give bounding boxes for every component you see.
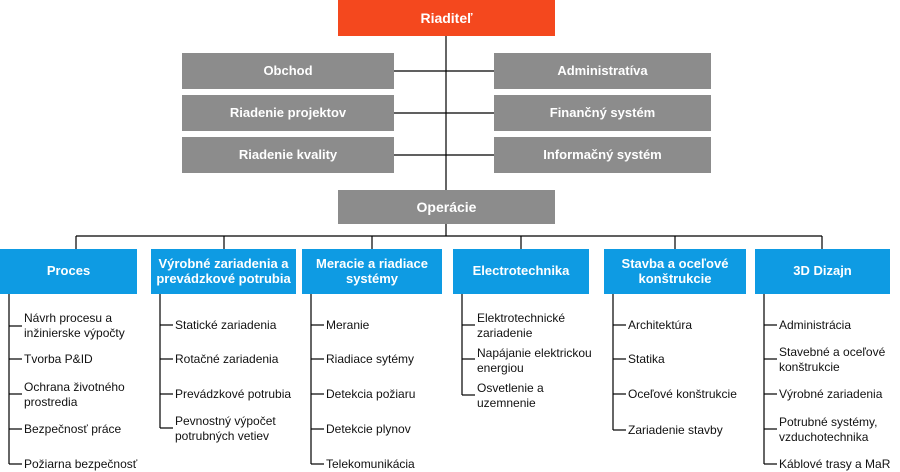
list-item: Káblové trasy a MaR <box>779 457 891 471</box>
staff-box-quality-management: Riadenie kvality <box>182 137 394 173</box>
list-item: Riadiace sytémy <box>326 352 415 366</box>
list-item: Zariadenie stavby <box>628 423 723 437</box>
list-item: Potrubné systémy, vzduchotechnika <box>779 415 878 444</box>
staff-box-financial-system: Finančný systém <box>494 95 711 131</box>
list-item: Ochrana životného prostredia <box>24 380 125 409</box>
list-item: Rotačné zariadenia <box>175 352 279 366</box>
list-item: Detekcie plynov <box>326 422 411 436</box>
list-item: Požiarna bezpečnosť <box>24 457 138 471</box>
list-item: Telekomunikácia <box>326 457 415 471</box>
list-item: Architektúra <box>628 318 693 332</box>
list-item: Detekcia požiaru <box>326 387 416 401</box>
list-item: Meranie <box>326 318 370 332</box>
staff-box-information-system: Informačný systém <box>494 137 711 173</box>
department-box-3d-design: 3D Dizajn <box>755 249 890 294</box>
list-item: Výrobné zariadenia <box>779 387 883 401</box>
department-box-production-equipment: Výrobné zariadenia a prevádzkové potrubi… <box>151 249 296 294</box>
staff-box-sales: Obchod <box>182 53 394 89</box>
department-box-measurement-control: Meracie a riadiace systémy <box>302 249 442 294</box>
list-item: Oceľové konštrukcie <box>628 387 737 401</box>
list-item: Statické zariadenia <box>175 318 277 332</box>
list-item: Administrácia <box>779 318 852 332</box>
list-item: Tvorba P&ID <box>24 352 93 366</box>
director-box: Riaditeľ <box>338 0 555 36</box>
list-item: Pevnostný výpočet potrubných vetiev <box>175 414 276 443</box>
list-item: Napájanie elektrickou energiou <box>477 346 592 375</box>
list-item: Návrh procesu a inžinierske výpočty <box>24 311 125 340</box>
staff-box-project-management: Riadenie projektov <box>182 95 394 131</box>
department-box-construction-steel: Stavba a oceľové konštrukcie <box>604 249 746 294</box>
list-item: Osvetlenie a uzemnenie <box>477 381 544 410</box>
list-item: Bezpečnosť práce <box>24 422 122 436</box>
list-item: Elektrotechnické zariadenie <box>477 311 566 340</box>
department-box-process: Proces <box>0 249 137 294</box>
list-item: Stavebné a oceľové konštrukcie <box>779 345 886 374</box>
list-item: Statika <box>628 352 665 366</box>
department-box-electrotechnics: Electrotechnika <box>453 249 589 294</box>
list-item: Prevádzkové potrubia <box>175 387 292 401</box>
staff-box-administration: Administratíva <box>494 53 711 89</box>
operations-box: Operácie <box>338 190 555 224</box>
